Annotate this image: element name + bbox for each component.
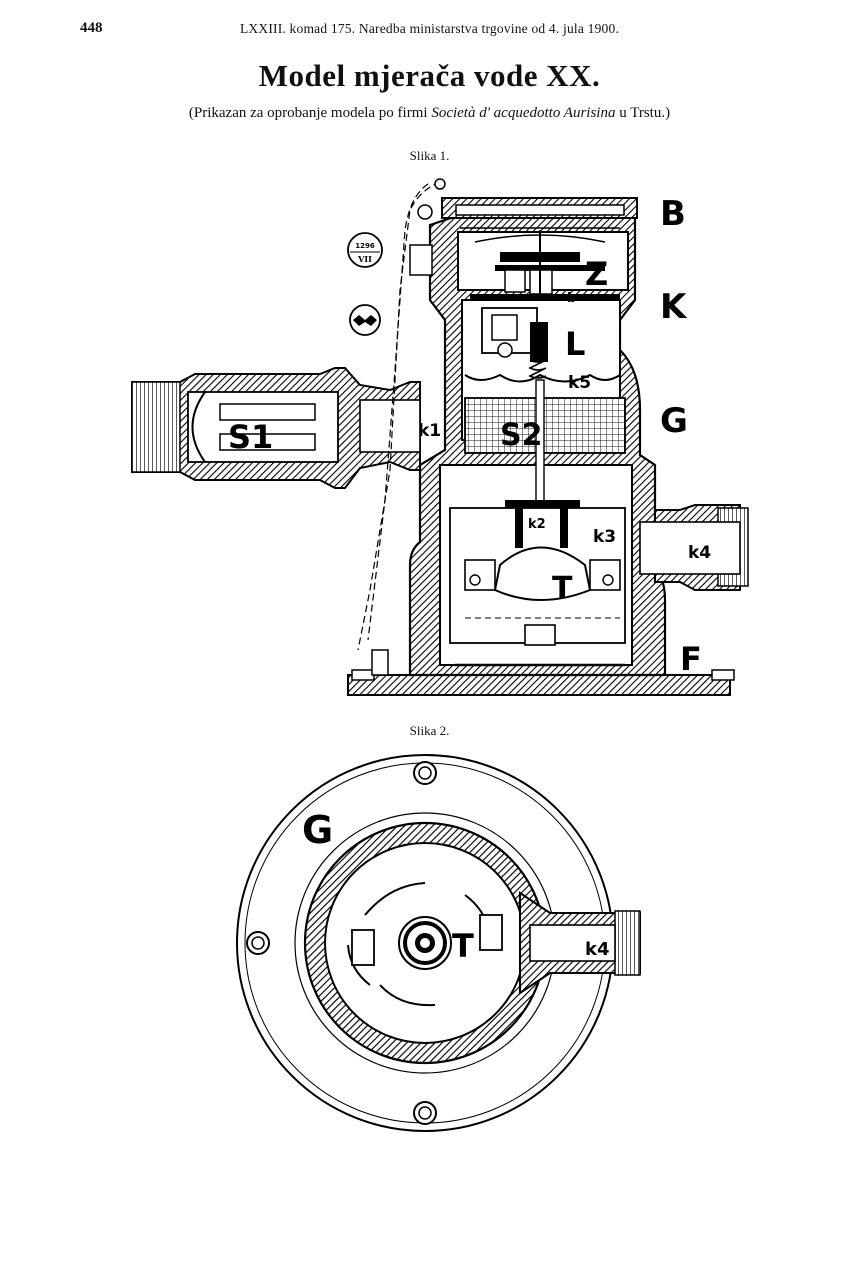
- label-w: w: [480, 268, 493, 284]
- label-b: b: [567, 291, 576, 306]
- label-F: F: [680, 640, 702, 678]
- label-G: G: [660, 401, 688, 441]
- label-k2: k2: [528, 517, 546, 532]
- label-k5: k5: [568, 373, 591, 393]
- strainer-s2: [464, 397, 626, 454]
- label-S2: S2: [500, 418, 542, 453]
- seal-roman-text: VII: [357, 254, 372, 264]
- base-flange: [347, 674, 731, 696]
- running-head: LXXIII. komad 175. Naredba ministarstva …: [239, 21, 620, 36]
- label-G-plan: G: [302, 808, 333, 852]
- page-subtitle: (Prikazan za oprobanje modela po firmi S…: [0, 105, 859, 122]
- label-B: B: [660, 194, 686, 234]
- label-T: T: [552, 571, 573, 606]
- label-k1: k1: [418, 421, 441, 441]
- label-Z: Z: [585, 255, 608, 293]
- subtitle-suffix: u Trstu.): [615, 105, 671, 121]
- figure1-meter-section: 1296 VII B Z K L k5 G S1 k1 S2 k2 k3 T k…: [131, 178, 749, 696]
- label-T-plan: T: [452, 927, 474, 965]
- subtitle-prefix: (Prikazan za oprobanje modela po firmi: [188, 105, 432, 121]
- label-S1: S1: [228, 418, 273, 456]
- figure2-caption: Slika 2.: [409, 723, 450, 738]
- label-k4-plan: k4: [585, 939, 610, 960]
- page-title: Model mjerača vode XX.: [258, 58, 601, 93]
- label-k3: k3: [593, 527, 616, 547]
- label-k4: k4: [688, 543, 711, 563]
- page-number: 448: [80, 20, 103, 36]
- figure1-caption: Slika 1.: [409, 148, 450, 163]
- seal-number: [347, 232, 383, 268]
- label-L: L: [565, 325, 585, 363]
- figure2-meter-plan: G T k4: [236, 754, 641, 1132]
- label-K: K: [660, 287, 688, 327]
- subtitle-firm: Società d' acquedotto Aurisina: [431, 105, 616, 121]
- seal-number-text: 1296: [355, 242, 375, 250]
